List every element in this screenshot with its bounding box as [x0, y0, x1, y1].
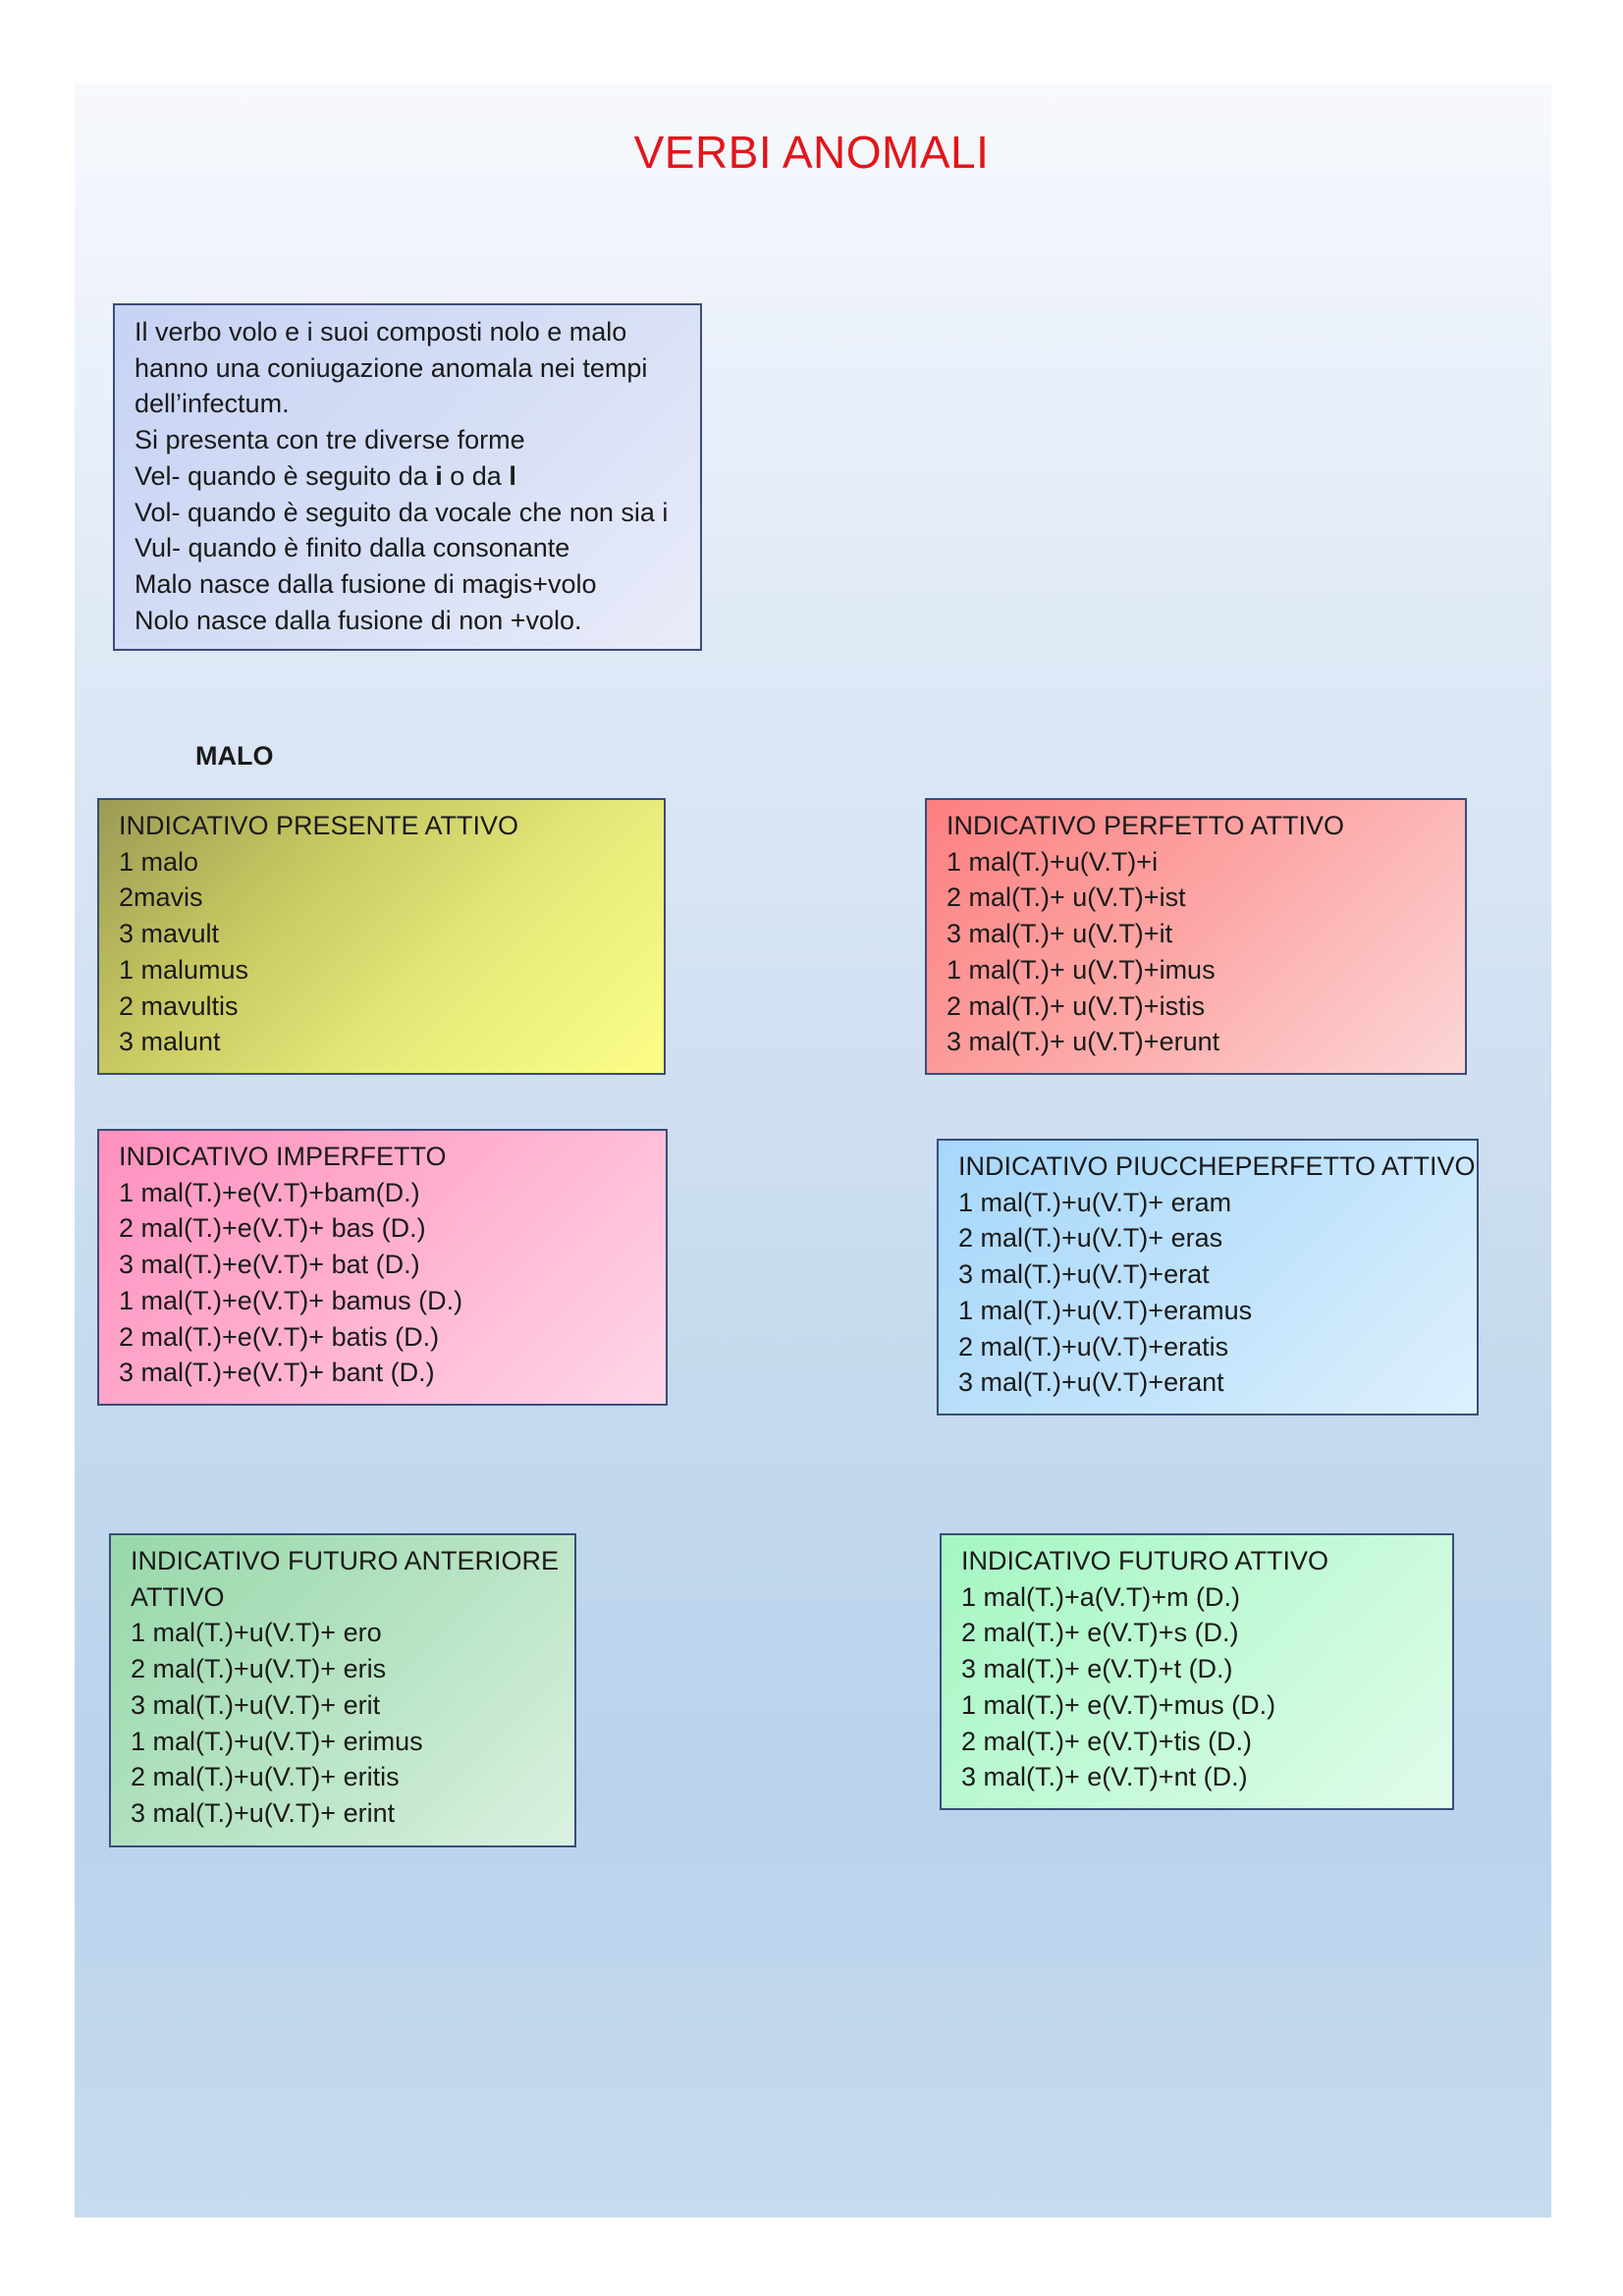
conjugation-row: 3 mal(T.)+e(V.T)+ bant (D.) — [119, 1358, 435, 1388]
intro-line: Nolo nasce dalla fusione di non +volo. — [135, 605, 582, 635]
intro-box: Il verbo volo e i suoi composti nolo e m… — [113, 303, 702, 651]
conjugation-row: 3 mal(T.)+ e(V.T)+nt (D.) — [961, 1762, 1248, 1792]
intro-line: Si presenta con tre diverse forme — [135, 425, 525, 455]
conjugation-row: 3 mal(T.)+ e(V.T)+t (D.) — [961, 1654, 1233, 1684]
conjugation-row: 2 mal(T.)+e(V.T)+ bas (D.) — [119, 1213, 426, 1244]
box-indicativo-presente: INDICATIVO PRESENTE ATTIVO 1 malo 2mavis… — [97, 798, 666, 1075]
conjugation-row: 3 mal(T.)+u(V.T)+erat — [958, 1259, 1210, 1290]
conjugation-row: 2 mal(T.)+ u(V.T)+ist — [947, 882, 1186, 913]
conjugation-row: 3 mal(T.)+e(V.T)+ bat (D.) — [119, 1250, 420, 1280]
vel-letter-i: i — [435, 460, 443, 491]
conjugation-row: 2 mal(T.)+ u(V.T)+istis — [947, 990, 1206, 1021]
box-indicativo-piuccheperfetto: INDICATIVO PIUCCHEPERFETTO ATTIVO 1 mal(… — [937, 1139, 1479, 1415]
page-title: VERBI ANOMALI — [633, 127, 990, 178]
conjugation-row: 1 mal(T.)+u(V.T)+i — [947, 846, 1159, 877]
conjugation-row: 3 mavult — [119, 919, 220, 949]
conjugation-row: 3 mal(T.)+u(V.T)+ erint — [131, 1797, 396, 1828]
box-heading: INDICATIVO FUTURO ATTIVO — [961, 1546, 1329, 1575]
box-heading: INDICATIVO PERFETTO ATTIVO — [947, 811, 1345, 840]
box-indicativo-perfetto: INDICATIVO PERFETTO ATTIVO 1 mal(T.)+u(V… — [925, 798, 1467, 1075]
conjugation-row: 1 malumus — [119, 954, 249, 985]
box-heading: INDICATIVO PRESENTE ATTIVO — [119, 811, 519, 840]
conjugation-row: 1 mal(T.)+a(V.T)+m (D.) — [961, 1581, 1241, 1612]
intro-line: Malo nasce dalla fusione di magis+volo — [135, 568, 597, 599]
box-indicativo-futuro: INDICATIVO FUTURO ATTIVO 1 mal(T.)+a(V.T… — [940, 1533, 1454, 1810]
conjugation-row: 1 mal(T.)+u(V.T)+ eram — [958, 1187, 1232, 1217]
box-heading-cont: ATTIVO — [131, 1581, 225, 1612]
section-label-malo: MALO — [195, 741, 274, 771]
intro-line: Vul- quando è finito dalla consonante — [135, 533, 570, 563]
conjugation-row: 1 mal(T.)+ u(V.T)+imus — [947, 954, 1216, 985]
conjugation-row: 1 mal(T.)+e(V.T)+bam(D.) — [119, 1177, 420, 1207]
conjugation-row: 2 mal(T.)+e(V.T)+ batis (D.) — [119, 1321, 440, 1352]
conjugation-row: 2 mavultis — [119, 990, 239, 1021]
conjugation-row: 1 mal(T.)+e(V.T)+ bamus (D.) — [119, 1285, 463, 1315]
conjugation-row: 2 mal(T.)+ e(V.T)+s (D.) — [961, 1618, 1239, 1648]
box-heading: INDICATIVO PIUCCHEPERFETTO ATTIVO — [958, 1151, 1476, 1181]
conjugation-row: 1 mal(T.)+u(V.T)+eramus — [958, 1295, 1253, 1325]
vel-letter-l: l — [509, 460, 516, 491]
box-indicativo-futuro-anteriore: INDICATIVO FUTURO ANTERIORE ATTIVO 1 mal… — [109, 1533, 576, 1847]
conjugation-row: 2 mal(T.)+u(V.T)+ eris — [131, 1654, 387, 1684]
conjugation-row: 2 mal(T.)+u(V.T)+ eras — [958, 1223, 1223, 1254]
conjugation-row: 3 malunt — [119, 1027, 221, 1057]
conjugation-row: 3 mal(T.)+u(V.T)+ erit — [131, 1689, 381, 1720]
conjugation-row: 1 mal(T.)+ e(V.T)+mus (D.) — [961, 1689, 1276, 1720]
conjugation-row: 1 malo — [119, 846, 199, 877]
conjugation-row: 1 mal(T.)+u(V.T)+ ero — [131, 1618, 382, 1648]
box-indicativo-imperfetto: INDICATIVO IMPERFETTO 1 mal(T.)+e(V.T)+b… — [97, 1129, 668, 1406]
conjugation-row: 3 mal(T.)+ u(V.T)+it — [947, 919, 1173, 949]
conjugation-row: 3 mal(T.)+ u(V.T)+erunt — [947, 1027, 1220, 1057]
box-heading: INDICATIVO FUTURO ANTERIORE — [131, 1546, 560, 1575]
box-heading: INDICATIVO IMPERFETTO — [119, 1142, 447, 1171]
conjugation-row: 2 mal(T.)+u(V.T)+ eritis — [131, 1762, 400, 1792]
intro-line: Il verbo volo e i suoi composti nolo e m… — [135, 317, 627, 347]
conjugation-row: 2mavis — [119, 882, 203, 913]
intro-line: dell’infectum. — [135, 389, 290, 419]
intro-line: hanno una coniugazione anomala nei tempi — [135, 352, 648, 383]
conjugation-row: 2 mal(T.)+ e(V.T)+tis (D.) — [961, 1726, 1253, 1756]
vel-mid: o da — [442, 460, 510, 491]
conjugation-row: 3 mal(T.)+u(V.T)+erant — [958, 1367, 1224, 1398]
conjugation-row: 2 mal(T.)+u(V.T)+eratis — [958, 1331, 1229, 1362]
intro-line: Vol- quando è seguito da vocale che non … — [135, 497, 669, 527]
conjugation-row: 1 mal(T.)+u(V.T)+ erimus — [131, 1726, 423, 1756]
intro-line-vel: Vel- quando è seguito da i o da l — [135, 458, 680, 495]
vel-prefix: Vel- quando è seguito da — [135, 460, 436, 491]
